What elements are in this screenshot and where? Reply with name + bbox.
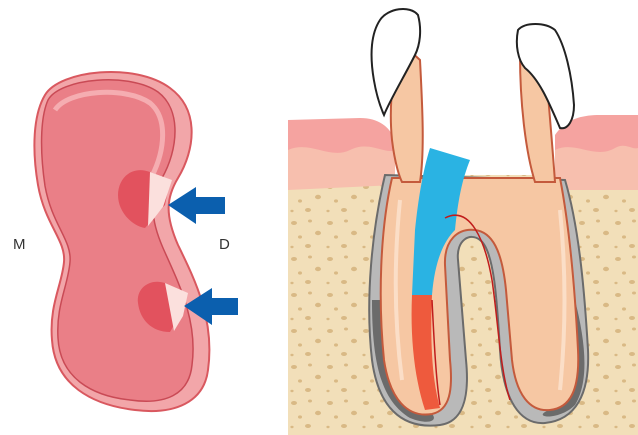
gingiva-lower-band-left <box>288 146 395 190</box>
gingiva-lower-band-right <box>555 146 638 190</box>
